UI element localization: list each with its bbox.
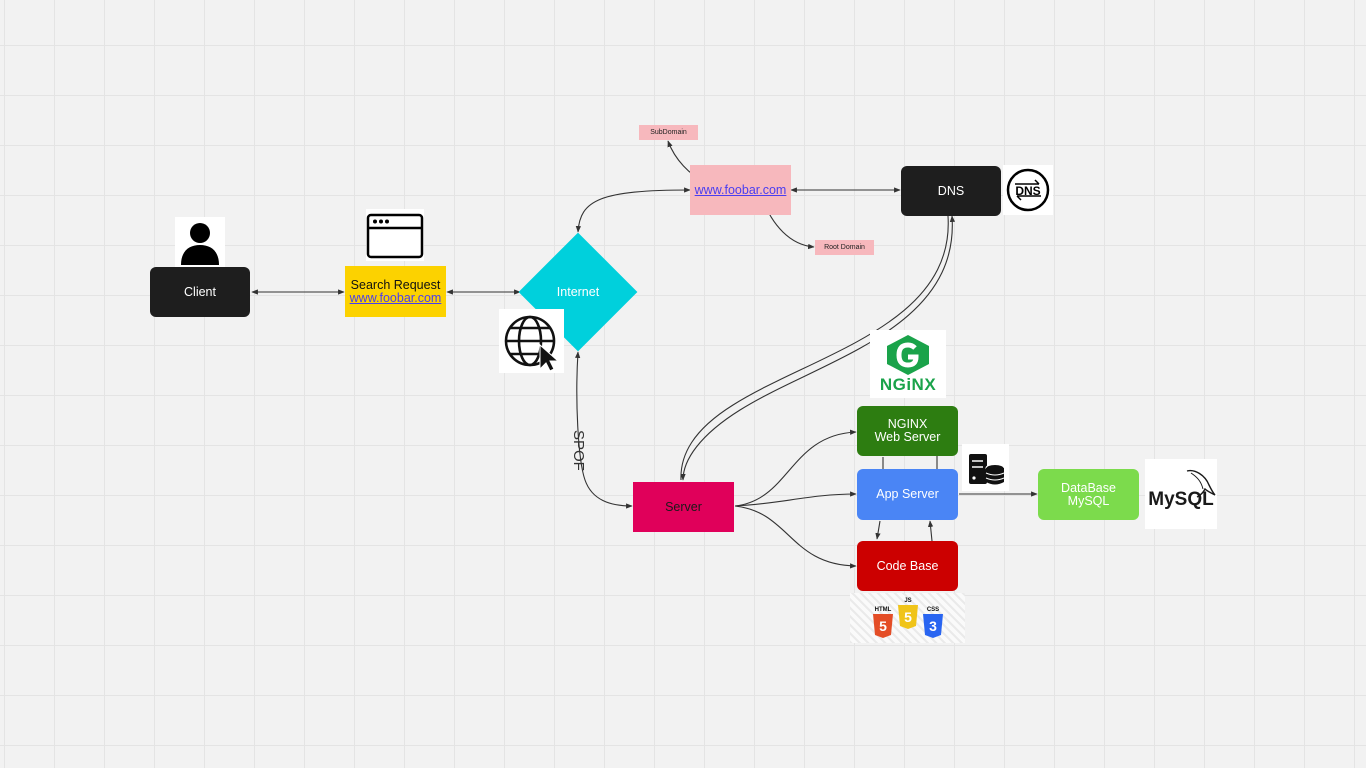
svg-text:3: 3 — [929, 618, 937, 634]
nginx-label-line1: NGINX — [887, 417, 928, 431]
edge-dns-server-b — [680, 215, 949, 481]
code-base-label: Code Base — [876, 558, 939, 573]
dns-node[interactable]: DNS — [901, 166, 1001, 216]
server-db-icon-box — [962, 444, 1009, 491]
css3-icon: CSS 3 — [923, 607, 943, 638]
globe-icon-box — [499, 309, 564, 373]
client-label: Client — [184, 284, 216, 299]
svg-text:HTML: HTML — [875, 607, 892, 613]
browser-window-icon — [366, 213, 424, 259]
code-base-node[interactable]: Code Base — [857, 541, 958, 591]
search-request-link[interactable]: www.foobar.com — [349, 290, 442, 305]
client-node[interactable]: Client — [150, 267, 250, 317]
edge-server-nginx — [734, 429, 857, 507]
dns-icon-text: DNS — [1015, 184, 1040, 198]
server-node[interactable]: Server — [633, 482, 734, 532]
svg-text:JS: JS — [904, 598, 911, 604]
globe-cursor-icon — [504, 315, 559, 371]
search-request-node[interactable]: Search Request www.foobar.com — [345, 266, 446, 317]
edge-dns-server-a — [680, 215, 956, 481]
database-node[interactable]: DataBase MySQL — [1038, 469, 1139, 520]
root-domain-label: Root Domain — [824, 244, 865, 251]
server-label: Server — [665, 499, 702, 514]
edge-server-codebase — [734, 505, 857, 569]
app-server-node[interactable]: App Server — [857, 469, 958, 520]
svg-text:CSS: CSS — [927, 607, 939, 613]
search-request-title: Search Request — [350, 277, 441, 292]
edge-codebase-app — [927, 520, 934, 542]
url-link[interactable]: www.foobar.com — [694, 182, 787, 197]
nginx-logo-box: NGiNX — [870, 330, 946, 398]
spof-label: SPOF — [570, 430, 587, 471]
dns-label: DNS — [937, 183, 965, 198]
html5-icon: HTML 5 — [873, 607, 893, 638]
javascript-icon: JS 5 — [898, 598, 918, 629]
edge-app-codebase — [875, 520, 881, 540]
root-domain-tag: Root Domain — [815, 240, 874, 255]
mysql-logo-icon: MySQL — [1148, 469, 1216, 510]
url-node[interactable]: www.foobar.com — [690, 165, 791, 215]
user-icon — [181, 223, 219, 265]
internet-label: Internet — [556, 284, 600, 299]
internet-label-wrap: Internet — [528, 280, 628, 304]
dns-icon: DNS — [1006, 168, 1050, 212]
subdomain-tag: SubDomain — [639, 125, 698, 140]
svg-text:5: 5 — [879, 618, 887, 634]
dns-icon-box: DNS — [1003, 165, 1053, 215]
server-database-icon — [968, 453, 1004, 484]
html-css-js-icons: HTML 5 JS 5 CSS 3 — [873, 598, 943, 638]
svg-text:5: 5 — [904, 609, 912, 625]
nginx-web-server-node[interactable]: NGINX Web Server — [857, 406, 958, 456]
edge-internet-server — [574, 351, 633, 509]
mysql-logo-box: MySQL — [1145, 459, 1217, 529]
database-label-line1: DataBase — [1061, 480, 1116, 495]
nginx-logo-text: NGiNX — [879, 375, 937, 394]
mysql-logo-text: MySQL — [1148, 489, 1214, 510]
edge-internet-url — [575, 187, 691, 233]
web-tech-icons-box: HTML 5 JS 5 CSS 3 — [850, 593, 965, 643]
nginx-label-line2: Web Server — [874, 430, 941, 444]
browser-icon-box — [366, 209, 424, 261]
user-icon-box — [175, 217, 225, 267]
app-server-label: App Server — [876, 487, 939, 501]
subdomain-label: SubDomain — [650, 129, 687, 136]
nginx-logo-icon — [887, 335, 929, 375]
edge-server-app — [734, 491, 857, 507]
database-label-line2: MySQL — [1067, 493, 1110, 508]
